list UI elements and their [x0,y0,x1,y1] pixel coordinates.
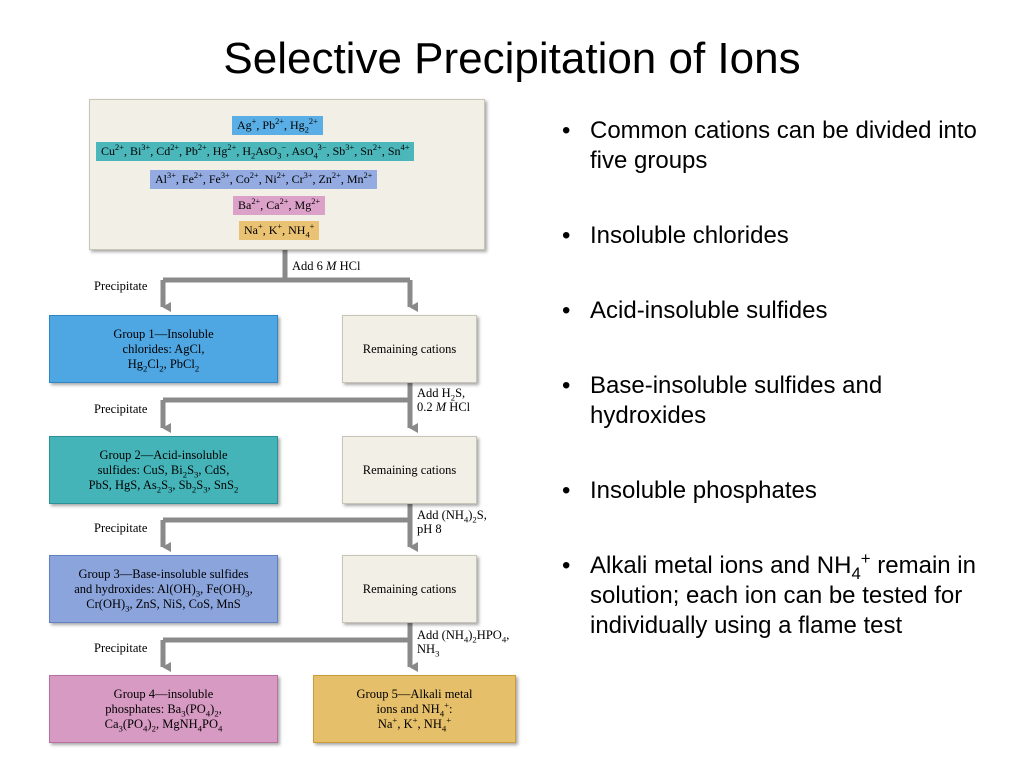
bullet-dot: • [562,222,571,249]
ion-band-group2: Cu2+, Bi3+, Cd2+, Pb2+, Hg2+, H2AsO3−, A… [96,142,415,161]
remaining-cations-label: Remaining cations [362,581,457,596]
cation-mixture-panel: Ag+, Pb2+, Hg22+ Cu2+, Bi3+, Cd2+, Pb2+,… [89,99,485,250]
slide-title: Selective Precipitation of Ions [223,34,801,83]
bullet-list: • Common cations can be divided into fiv… [562,116,982,641]
remaining-cations-box: Remaining cations [342,315,477,383]
precipitate-label: Precipitate [94,402,148,416]
bullet-text: Common cations can be divided into five … [590,117,977,174]
ion-band-group5: Na+, K+, NH4+ [239,221,320,240]
bullet-text: Base-insoluble sulfides and hydroxides [590,372,883,429]
ion-band-group4: Ba2+, Ca2+, Mg2+ [233,196,326,215]
reagent-label-4: Add (NH4)2HPO4,NH3 [417,628,510,659]
bullet-item: • Base-insoluble sulfides and hydroxides [562,371,982,431]
bullet-item: • Alkali metal ions and NH4+ remain in s… [562,549,982,641]
precipitate-label: Precipitate [94,521,148,535]
bullet-text: Insoluble phosphates [590,477,817,504]
bullet-dot: • [562,477,571,504]
remaining-cations-box: Remaining cations [342,555,477,623]
reagent-label-2: Add H2S,0.2 M HCl [417,386,471,414]
remaining-cations-box: Remaining cations [342,436,477,504]
bullet-text: Insoluble chlorides [590,222,789,249]
reagent-label-1: Add 6 M HCl [292,259,361,273]
bullet-item: • Acid-insoluble sulfides [562,296,982,326]
reagent-label-3: Add (NH4)2S,pH 8 [417,508,487,536]
precipitate-label: Precipitate [94,279,148,293]
bullet-item: • Common cations can be divided into fiv… [562,116,982,176]
bullet-item: • Insoluble chlorides [562,221,982,251]
remaining-cations-label: Remaining cations [362,462,457,477]
bullet-item: • Insoluble phosphates [562,476,982,506]
remaining-cations-label: Remaining cations [362,341,457,356]
bullet-dot: • [562,297,571,324]
bullet-dot: • [562,117,571,144]
bullet-dot: • [562,552,571,579]
precipitate-label: Precipitate [94,641,148,655]
ion-band-group1: Ag+, Pb2+, Hg22+ [232,116,323,135]
bullet-text: Acid-insoluble sulfides [590,297,828,324]
bullet-text: Alkali metal ions and NH4+ remain in sol… [590,549,976,639]
bullet-dot: • [562,372,571,399]
ion-band-group3: Al3+, Fe2+, Fe3+, Co2+, Ni2+, Cr3+, Zn2+… [150,170,378,189]
